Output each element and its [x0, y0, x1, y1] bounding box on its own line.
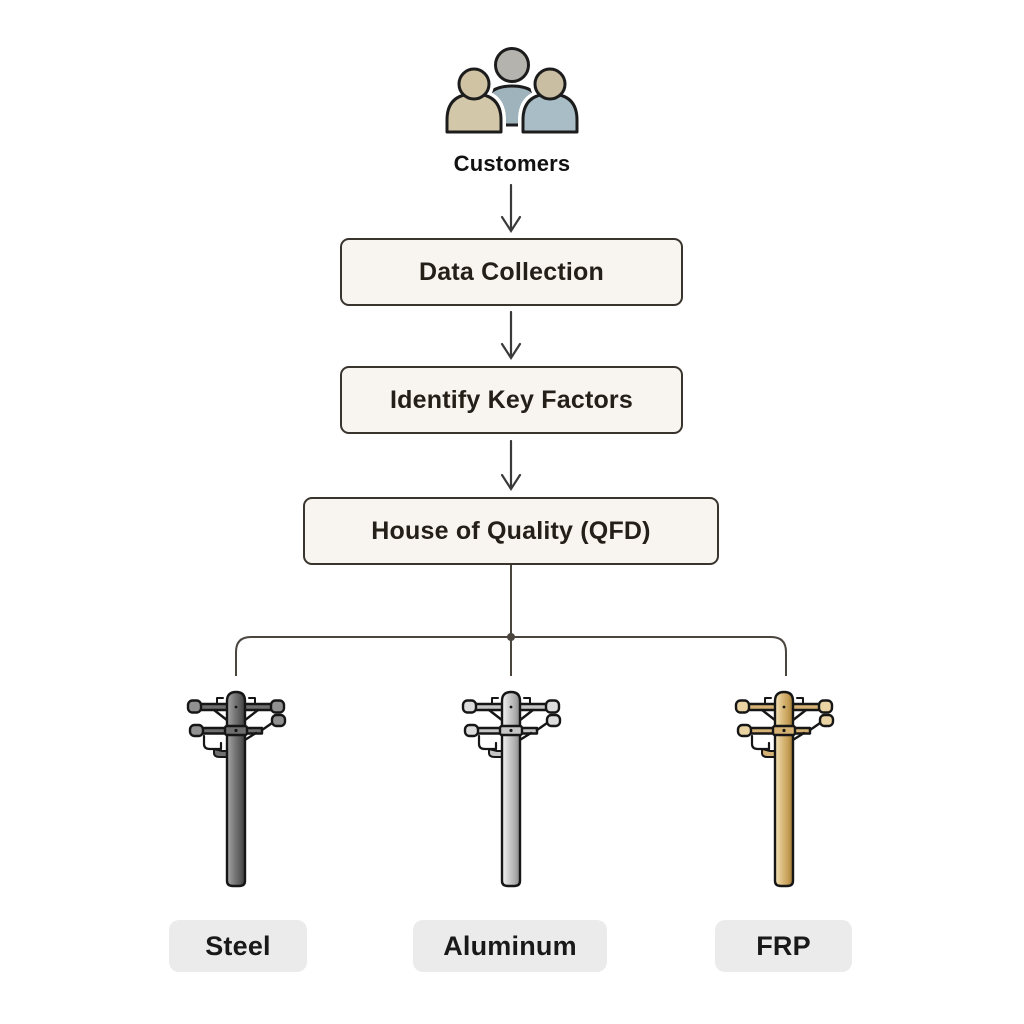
flow-node-data-collection: Data Collection — [340, 238, 683, 306]
utility-pole-aluminum-icon — [461, 690, 562, 888]
pole-label-text: Aluminum — [443, 930, 577, 961]
utility-pole-frp-icon — [734, 690, 835, 888]
flow-node-label: Identify Key Factors — [390, 385, 633, 414]
arrow-down-icon — [500, 184, 522, 234]
pole-label-steel: Steel — [169, 920, 307, 972]
arrow-down-icon — [500, 440, 522, 492]
utility-pole-steel-icon — [186, 690, 287, 888]
arrow-down-icon — [500, 311, 522, 361]
flow-node-identify-key-factors: Identify Key Factors — [340, 366, 683, 434]
customers-label: Customers — [453, 151, 571, 176]
pole-label-aluminum: Aluminum — [413, 920, 607, 972]
branch-connector-lines — [235, 565, 787, 676]
pole-label-text: FRP — [756, 930, 811, 961]
flow-node-house-of-quality: House of Quality (QFD) — [303, 497, 719, 565]
junction-dot — [507, 633, 515, 641]
pole-label-text: Steel — [205, 930, 271, 961]
flow-node-label: Data Collection — [419, 257, 604, 286]
pole-label-frp: FRP — [715, 920, 852, 972]
people-group-icon — [442, 47, 582, 137]
flow-node-label: House of Quality (QFD) — [371, 516, 651, 545]
